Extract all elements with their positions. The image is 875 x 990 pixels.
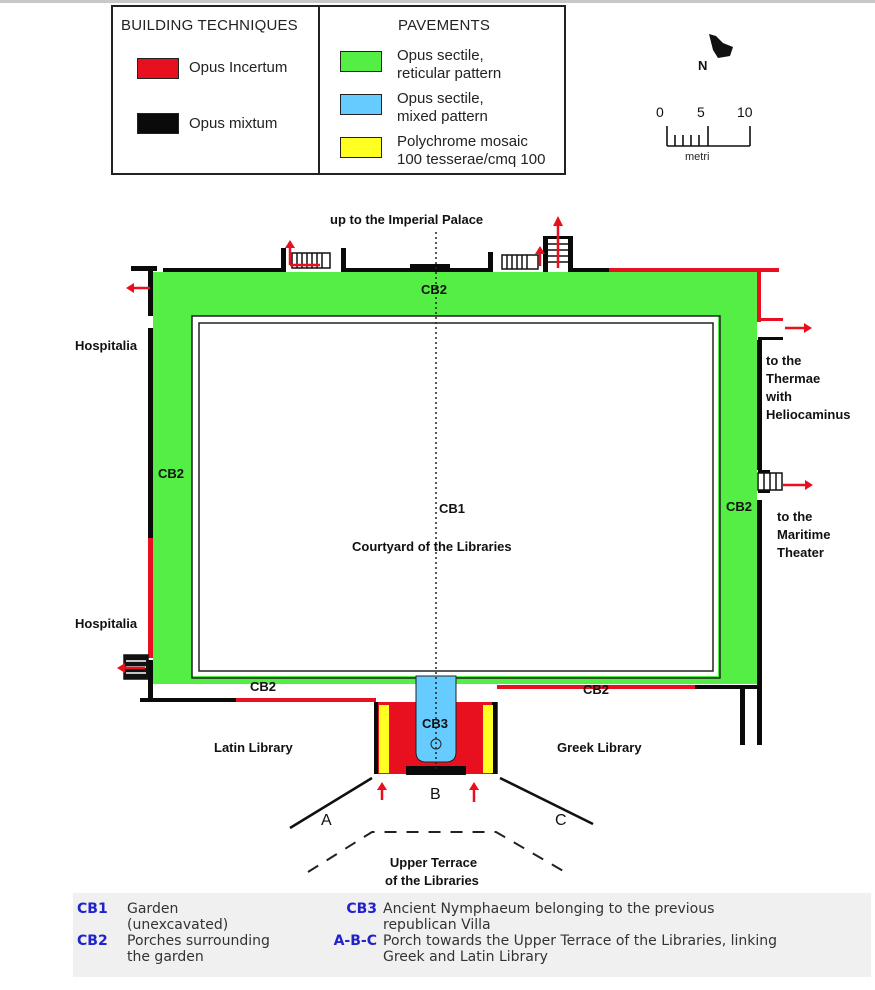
porch-letter-b: B (430, 786, 441, 803)
label-opus-mixtum: Opus mixtum (189, 115, 278, 132)
label-courtyard: Courtyard of the Libraries (352, 539, 512, 554)
caption-item-cb2: CB2 Porches surrounding the garden (77, 933, 270, 965)
scale-tick-5: 5 (697, 104, 705, 120)
upper-terrace-dashed (307, 831, 566, 873)
north-arrow-icon (709, 34, 733, 58)
swatch-opus-mixtum (137, 113, 179, 134)
caption-line: Porches surrounding (127, 933, 270, 949)
swatch-opus-incertum (137, 58, 179, 79)
label-thermae: to the Thermae with Heliocaminus (766, 352, 851, 424)
legend-building-techniques: BUILDING TECHNIQUES Opus Incertum Opus m… (113, 7, 320, 173)
access-arrows (117, 216, 813, 802)
caption-item-cb1: CB1 Garden (unexcavated) (77, 901, 228, 933)
caption-line: Ancient Nymphaeum belonging to the previ… (383, 901, 715, 917)
caption-line: Porch towards the Upper Terrace of the L… (383, 933, 778, 949)
label-maritime-theater: to the Maritime Theater (777, 508, 830, 562)
caption-text: Ancient Nymphaeum belonging to the previ… (383, 901, 714, 933)
zone-cb3: CB3 (422, 716, 449, 731)
porch-cb2-pavement (153, 272, 757, 684)
label-line: with (766, 389, 792, 404)
zone-cb2-bottom-right: CB2 (583, 682, 610, 697)
label-line: to the (766, 353, 802, 368)
label-opus-sectile-mixed: Opus sectile, mixed pattern (397, 90, 488, 126)
zone-cb2-top: CB2 (421, 282, 448, 297)
caption-line: the garden (127, 949, 204, 965)
label-opus-incertum: Opus Incertum (189, 59, 288, 76)
label-polychrome-mosaic: Polychrome mosaic 100 tesserae/cmq 100 (397, 133, 545, 169)
label-imperial-palace: up to the Imperial Palace (330, 212, 484, 227)
legend-title-building: BUILDING TECHNIQUES (121, 17, 298, 34)
scale-bar (666, 126, 751, 147)
legend-pavements: PAVEMENTS Opus sectile, reticular patter… (320, 7, 564, 173)
caption-line: Garden (127, 901, 179, 917)
scale-tick-10: 10 (737, 104, 753, 120)
walls-opus-mixtum (131, 236, 783, 745)
scale-unit: metri (685, 151, 710, 163)
label-upper-terrace: Upper Terrace of the Libraries (385, 854, 479, 890)
zone-cb1: CB1 (439, 501, 466, 516)
porch-letter-a: A (321, 812, 332, 829)
label-line: to the (777, 509, 813, 524)
label-hospitalia-bottom: Hospitalia (75, 616, 138, 631)
caption-line: republican Villa (383, 917, 491, 933)
label-line: Heliocaminus (766, 407, 851, 422)
label-line: Theater (777, 545, 824, 560)
swatch-opus-sectile-reticular (340, 51, 382, 72)
caption-line: Greek and Latin Library (383, 949, 548, 965)
label-latin-library: Latin Library (214, 740, 293, 755)
porch-lines (289, 776, 594, 830)
label-line: 100 tesserae/cmq 100 (397, 151, 546, 168)
north-and-scale: N 0 5 10 metri (640, 20, 780, 180)
caption-key: CB1 (77, 901, 108, 917)
label-hospitalia-top: Hospitalia (75, 338, 138, 353)
north-label: N (698, 58, 708, 73)
zone-cb2-bottom-left: CB2 (250, 679, 277, 694)
label-line: Upper Terrace (389, 855, 478, 870)
caption-text: Porch towards the Upper Terrace of the L… (383, 933, 777, 965)
caption-key: A-B-C (333, 933, 377, 949)
label-opus-sectile-reticular: Opus sectile, reticular pattern (397, 47, 501, 83)
zone-cb2-left: CB2 (158, 466, 185, 481)
label-line: mixed pattern (397, 108, 488, 125)
label-line: Polychrome mosaic (397, 133, 528, 150)
courtyard-inner-line (198, 322, 714, 672)
swatch-polychrome-mosaic (340, 137, 382, 158)
label-line: Opus sectile, (397, 47, 484, 64)
caption-text: Porches surrounding the garden (127, 933, 270, 965)
caption-item-cb3: CB3 Ancient Nymphaeum belonging to the p… (313, 901, 714, 933)
label-greek-library: Greek Library (557, 740, 642, 755)
caption-key: CB2 (77, 933, 108, 949)
label-line: of the Libraries (385, 873, 479, 888)
floor-plan (117, 216, 813, 873)
top-border (0, 0, 875, 3)
zone-cb2-right: CB2 (726, 499, 753, 514)
caption-key: CB3 (346, 901, 377, 917)
caption-item-abc: A-B-C Porch towards the Upper Terrace of… (313, 933, 777, 965)
swatch-opus-sectile-mixed (340, 94, 382, 115)
legend-title-pavements: PAVEMENTS (398, 17, 491, 34)
label-line: Opus sectile, (397, 90, 484, 107)
caption-box: CB1 Garden (unexcavated) CB2 Porches sur… (73, 893, 871, 977)
legend-box: BUILDING TECHNIQUES Opus Incertum Opus m… (111, 5, 566, 175)
caption-text: Garden (unexcavated) (127, 901, 228, 933)
label-line: Maritime (777, 527, 831, 542)
porch-letter-c: C (555, 812, 567, 829)
label-line: reticular pattern (397, 65, 502, 82)
label-line: Thermae (766, 371, 821, 386)
walls-opus-incertum (148, 268, 783, 702)
caption-line: (unexcavated) (127, 917, 229, 933)
scale-tick-0: 0 (656, 104, 664, 120)
